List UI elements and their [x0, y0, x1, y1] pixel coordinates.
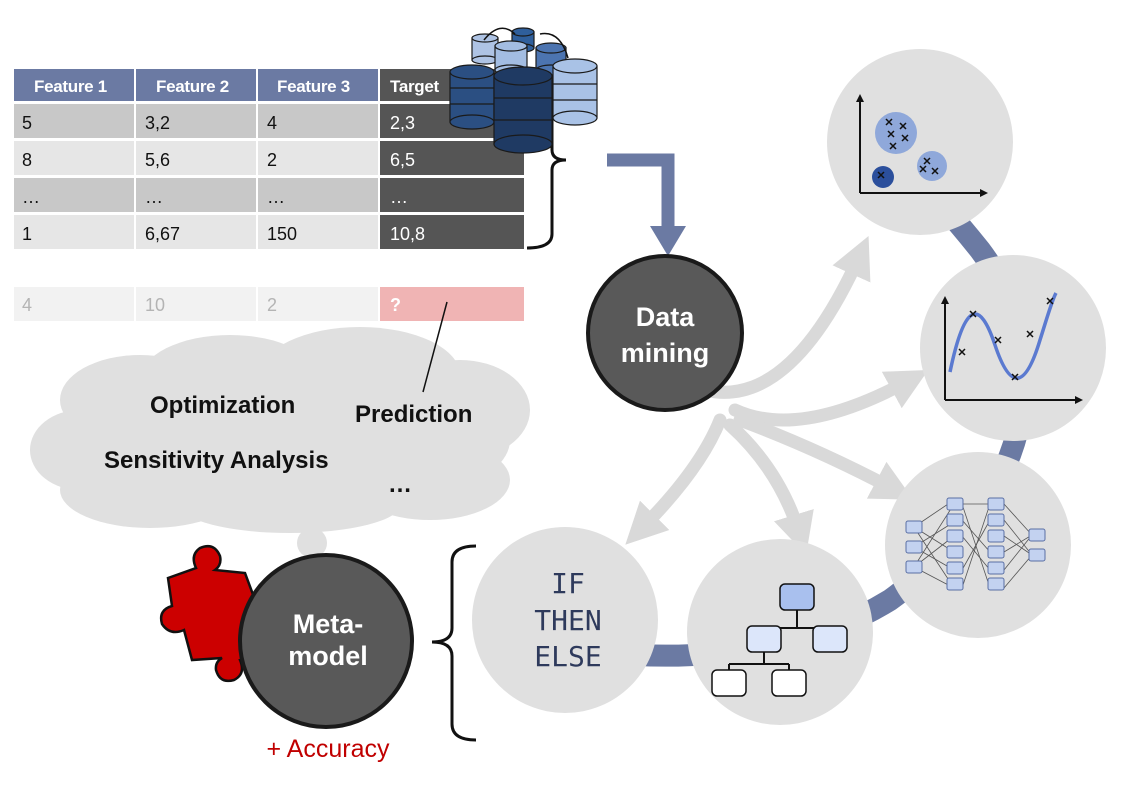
- cloud-optimization: Optimization: [150, 392, 295, 419]
- cloud-sensitivity-analysis: Sensitivity Analysis: [104, 447, 329, 474]
- accuracy-label: + Accuracy: [267, 735, 390, 763]
- rules-circle: IF THEN ELSE: [472, 527, 658, 713]
- query-cell: 2: [267, 295, 277, 315]
- table-cell: …: [22, 187, 40, 207]
- query-cell: 10: [145, 295, 165, 315]
- regression-circle: [920, 255, 1106, 441]
- fan-arrows: [625, 236, 929, 555]
- data-mining-label-1: Data: [636, 302, 696, 332]
- decision-tree-icon: [711, 583, 848, 697]
- query-target: ?: [390, 295, 401, 315]
- prediction-pointer: [422, 301, 448, 393]
- metamodel-label-1: Meta-: [293, 609, 364, 639]
- table-cell-target: …: [390, 187, 408, 207]
- query-cell: 4: [22, 295, 32, 315]
- cloud-ellipsis: …: [388, 471, 412, 498]
- header-feature-3: Feature 3: [277, 77, 350, 96]
- cluster-scatter-icon: [856, 94, 988, 197]
- rule-if: IF: [551, 567, 585, 600]
- table-cell: …: [145, 187, 163, 207]
- table-cell: 1: [22, 224, 32, 244]
- table-cell: 2: [267, 150, 277, 170]
- rule-then: THEN: [534, 604, 601, 637]
- data-mining-node: Data mining: [586, 254, 744, 412]
- table-cell: 6,67: [145, 224, 180, 244]
- table-cell-target: 2,3: [390, 113, 415, 133]
- data-mining-label-2: mining: [621, 338, 710, 368]
- table-cell: 4: [267, 113, 277, 133]
- decision-tree-circle: [687, 539, 873, 725]
- database-cluster-icon: [449, 27, 598, 154]
- header-target: Target: [390, 77, 440, 96]
- table-cell: 5: [22, 113, 32, 133]
- table-cell: …: [267, 187, 285, 207]
- table-cell: 150: [267, 224, 297, 244]
- table-cell-target: 10,8: [390, 224, 425, 244]
- header-feature-1: Feature 1: [34, 77, 107, 96]
- rule-else: ELSE: [534, 640, 601, 673]
- neural-network-circle: [885, 452, 1071, 638]
- clustering-circle: [827, 49, 1013, 235]
- cloud-prediction: Prediction: [355, 401, 472, 428]
- blue-arrow: [607, 153, 686, 256]
- metamodel-node: Meta- model: [238, 553, 414, 729]
- metamodel-label-2: model: [288, 641, 368, 671]
- thought-cloud: [30, 327, 530, 591]
- methods-brace: [431, 544, 477, 742]
- table-cell: 3,2: [145, 113, 170, 133]
- table-cell: 5,6: [145, 150, 170, 170]
- feature-table: Feature 1 Feature 2 Feature 3 Target 5 3…: [14, 69, 524, 321]
- neural-network-icon: [905, 497, 1046, 591]
- table-cell-target: 6,5: [390, 150, 415, 170]
- table-cell: 8: [22, 150, 32, 170]
- header-feature-2: Feature 2: [156, 77, 229, 96]
- regression-curve-icon: [941, 292, 1083, 404]
